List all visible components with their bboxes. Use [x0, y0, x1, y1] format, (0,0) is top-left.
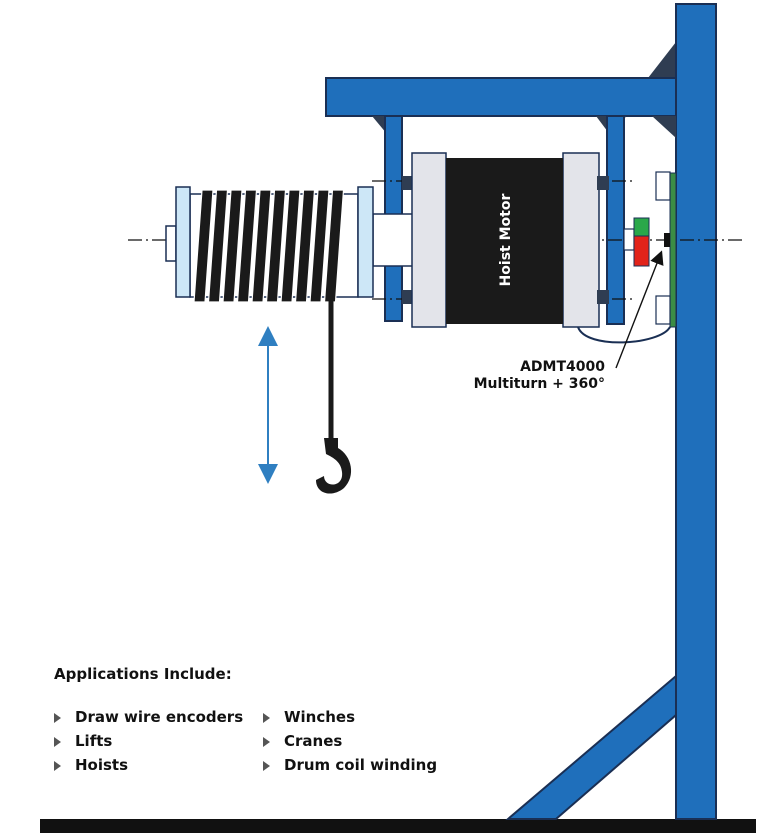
list-item-label: Cranes: [284, 732, 343, 750]
magnet-south: [633, 235, 650, 267]
motor-left-endplate: [411, 152, 447, 328]
floor-bar: [40, 819, 756, 833]
bullet-icon: [263, 761, 270, 771]
list-item-label: Hoists: [75, 756, 129, 774]
applications-list-col1: Draw wire encoders Lifts Hoists: [54, 708, 243, 780]
sensor-pcb: [669, 172, 677, 328]
rope-winding: [265, 189, 287, 303]
lower-diagonal-brace: [505, 673, 677, 820]
bullet-icon: [54, 713, 61, 723]
admt4000-chip: [664, 233, 670, 247]
rope-windings: [193, 189, 345, 303]
rope-winding: [294, 189, 316, 303]
drum-left-flange: [175, 186, 191, 298]
motor-right-endplate: [562, 152, 600, 328]
list-item-label: Drum coil winding: [284, 756, 438, 774]
bullet-icon: [263, 713, 270, 723]
list-item: Drum coil winding: [263, 756, 437, 780]
list-item: Lifts: [54, 732, 243, 756]
rope-winding: [193, 189, 214, 303]
sensor-label-line1: ADMT4000: [520, 359, 605, 375]
motor-body: [446, 158, 563, 324]
pcb-mount: [655, 295, 671, 325]
shaft-connector: [402, 290, 412, 304]
rope-winding: [309, 189, 330, 303]
bullet-icon: [263, 737, 270, 747]
bracket-gusset: [652, 116, 676, 138]
pcb-mount: [655, 171, 671, 201]
list-item: Winches: [263, 708, 437, 732]
sensor-label-line2: Multiturn + 360°: [474, 376, 605, 392]
list-item-label: Winches: [284, 708, 356, 726]
shaft-stub: [165, 225, 177, 262]
list-item: Hoists: [54, 756, 243, 780]
leader-line: [615, 250, 664, 369]
drum-right-flange: [357, 186, 374, 298]
shaft-connector: [597, 290, 609, 304]
rope-winding: [251, 189, 272, 303]
list-item: Draw wire encoders: [54, 708, 243, 732]
magnet-north: [633, 217, 650, 237]
applications-list-col2: Winches Cranes Drum coil winding: [263, 708, 437, 780]
shaft-connector: [402, 176, 412, 190]
rope-winding: [222, 189, 243, 303]
upper-gusset: [648, 42, 676, 78]
rope-winding: [323, 189, 345, 303]
rear-shaft: [623, 228, 635, 251]
shaft-connector: [597, 176, 609, 190]
support-column: [675, 3, 717, 820]
list-item-label: Lifts: [75, 732, 113, 750]
drive-shaft: [372, 213, 414, 267]
list-item: Cranes: [263, 732, 437, 756]
applications-title: Applications Include:: [54, 665, 232, 683]
sensor-cable: [577, 326, 671, 344]
rope-winding: [236, 189, 258, 303]
overhead-beam: [325, 77, 677, 117]
bullet-icon: [54, 761, 61, 771]
hook-icon: [316, 438, 352, 494]
rope-winding: [207, 189, 229, 303]
list-item-label: Draw wire encoders: [75, 708, 244, 726]
bullet-icon: [54, 737, 61, 747]
motor-label: Hoist Motor: [498, 194, 514, 287]
right-drop-bracket: [606, 115, 625, 325]
rope-winding: [280, 189, 301, 303]
